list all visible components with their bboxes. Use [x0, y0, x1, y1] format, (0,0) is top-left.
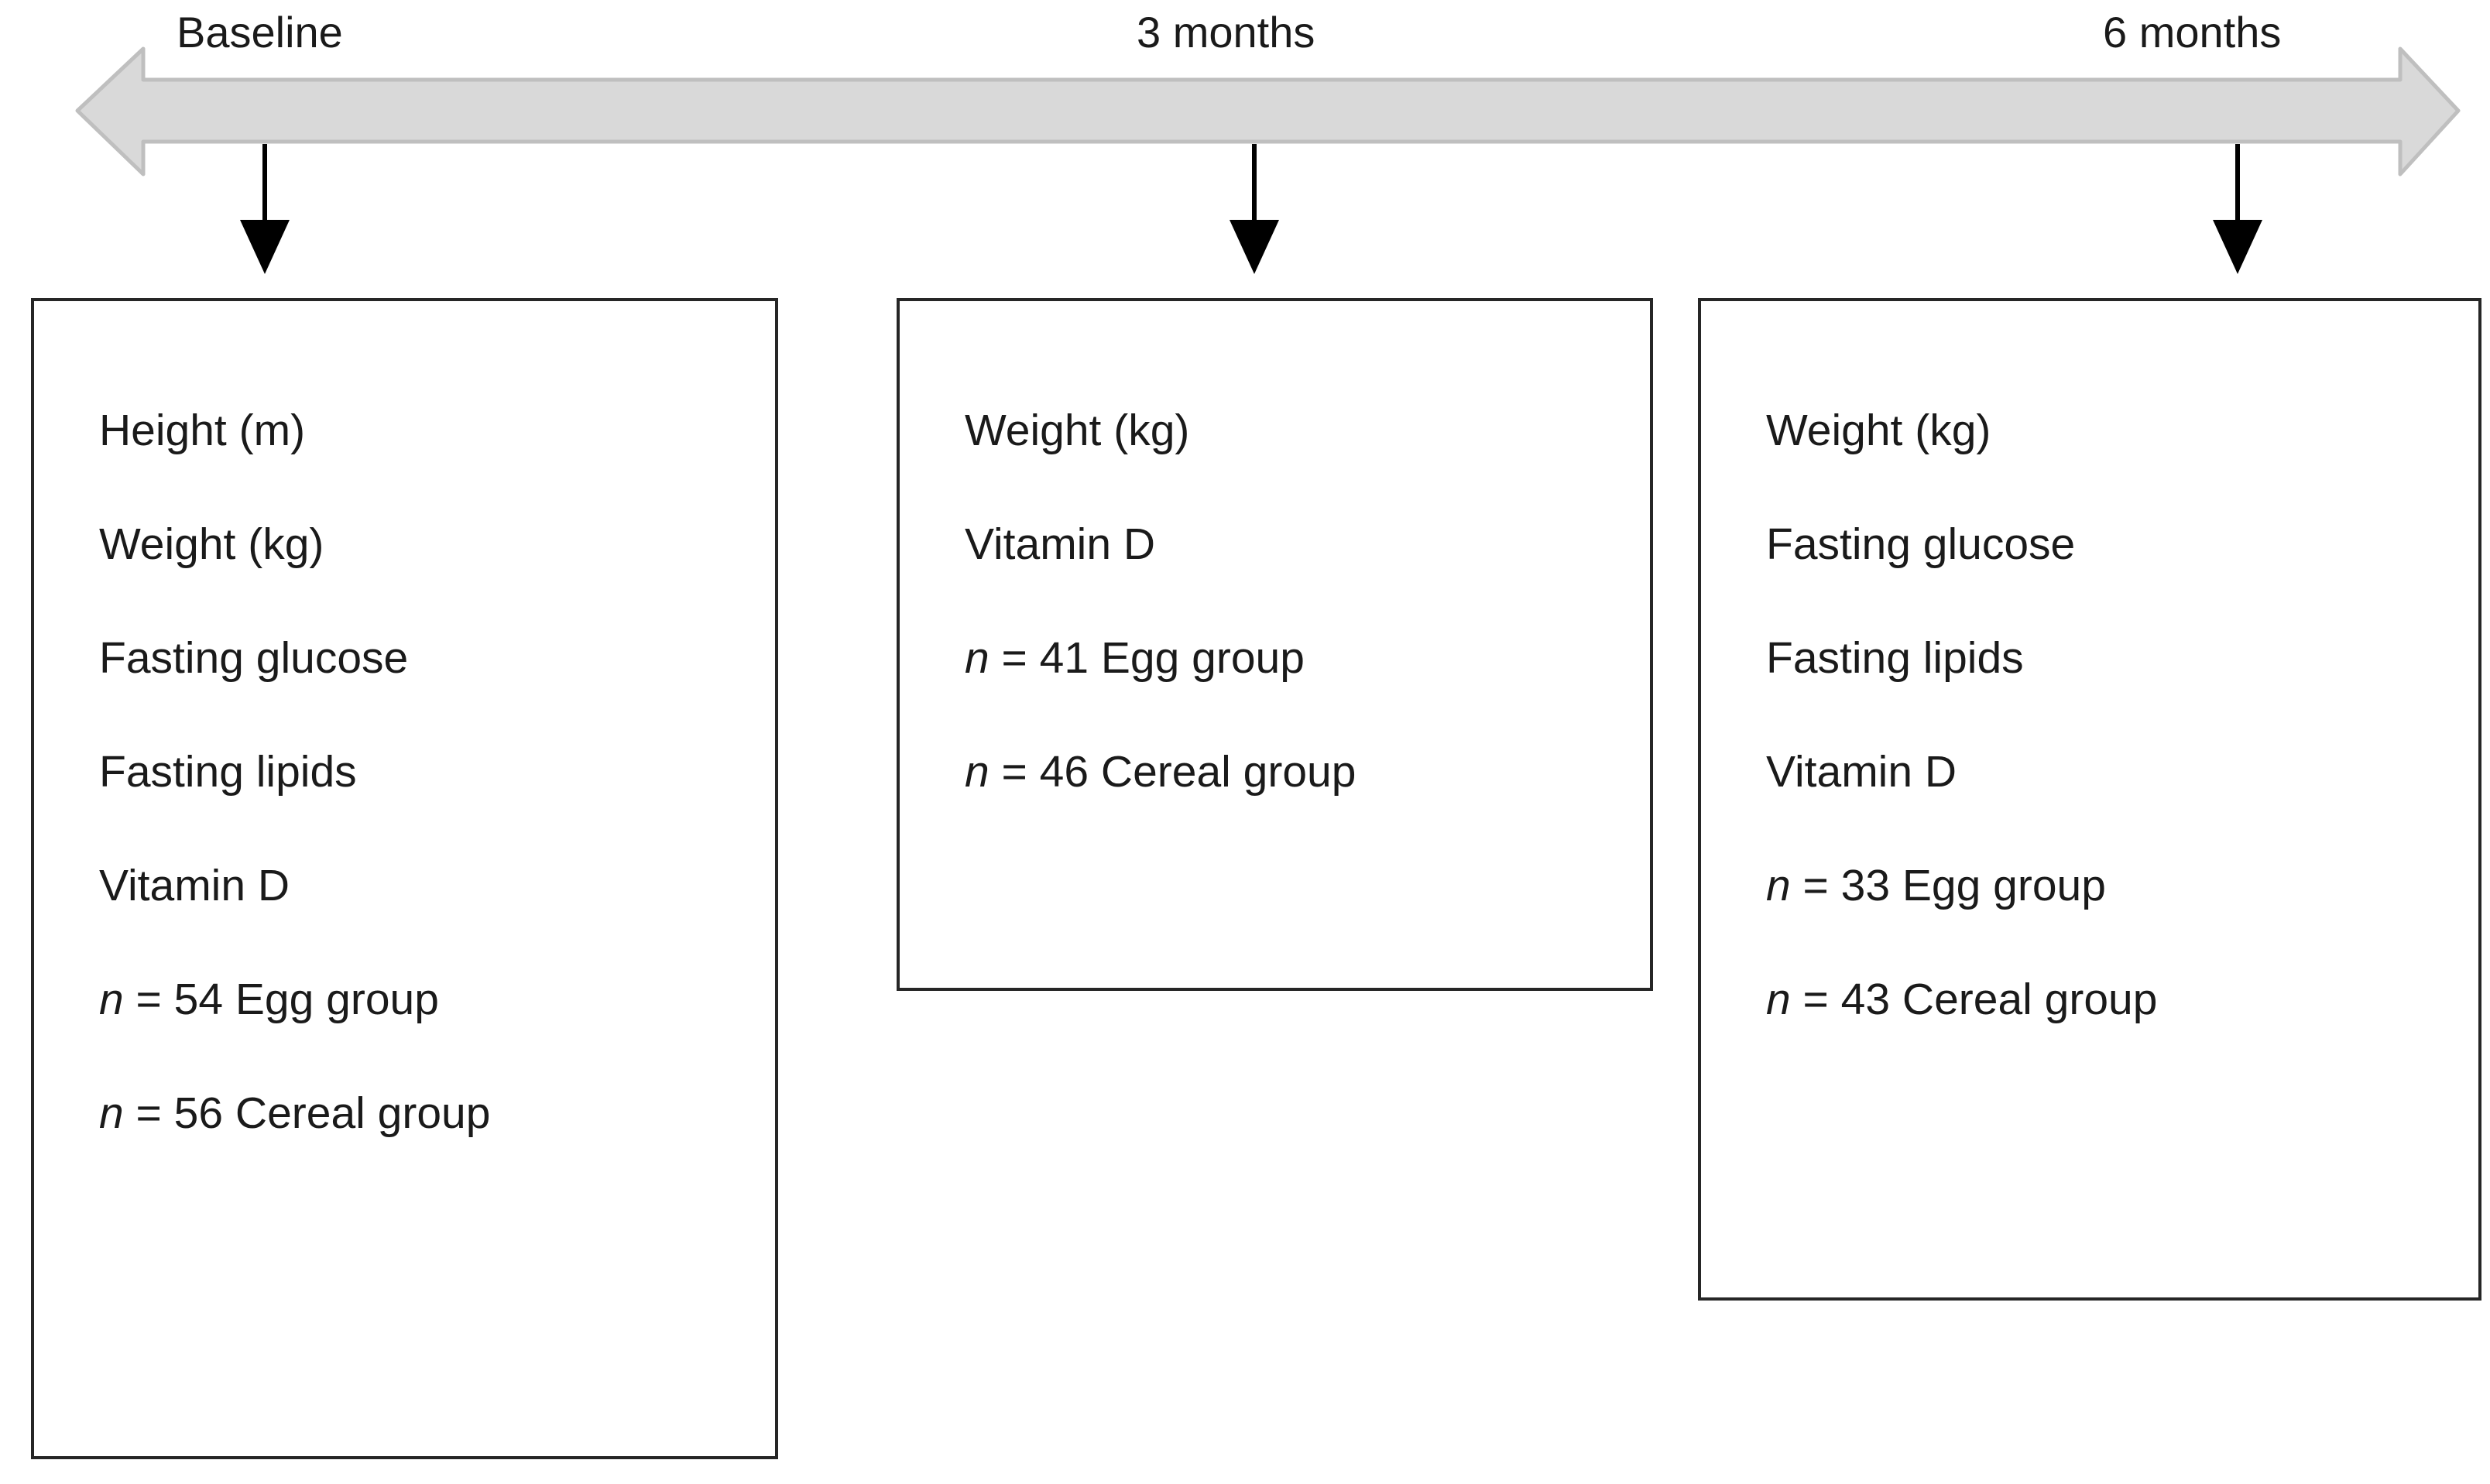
measurement-item: Weight (kg) — [965, 406, 1190, 455]
measurement-item: Weight (kg) — [1766, 406, 1991, 455]
measurement-item: Vitamin D — [99, 861, 290, 910]
measurement-item: Fasting glucose — [1766, 519, 2076, 569]
timepoint-label-6-months: 6 months — [2103, 8, 2282, 57]
measurement-item: Vitamin D — [965, 519, 1156, 569]
measurement-item-label: = 54 Egg group — [123, 975, 439, 1024]
measurement-item: Fasting glucose — [99, 633, 409, 683]
measurement-item: n = 54 Egg group — [99, 943, 766, 1057]
down-arrow-icon-6-months — [2213, 144, 2262, 274]
down-arrow-icon-3-months — [1230, 144, 1279, 274]
sample-size-symbol: n — [965, 633, 989, 683]
timeline-arrow-icon — [75, 46, 2461, 177]
measurement-item: n = 41 Egg group — [965, 601, 1641, 715]
timepoint-label-baseline: Baseline — [177, 8, 343, 57]
measurement-item-label: = 43 Cereal group — [1790, 975, 2158, 1024]
measurement-item-label: = 33 Egg group — [1790, 861, 2106, 910]
sample-size-symbol: n — [1766, 861, 1791, 910]
measurement-item-label: = 56 Cereal group — [123, 1088, 491, 1138]
sample-size-symbol: n — [99, 975, 124, 1024]
measurement-item-label: = 41 Egg group — [989, 633, 1305, 683]
measurement-item: Weight (kg) — [99, 519, 324, 569]
measurement-item: n = 56 Cereal group — [99, 1057, 766, 1170]
sample-size-symbol: n — [965, 747, 989, 797]
measurement-item: n = 33 Egg group — [1766, 829, 2469, 943]
measurement-item: Fasting lipids — [1766, 633, 2024, 683]
sample-size-symbol: n — [99, 1088, 124, 1138]
measurement-item: Vitamin D — [1766, 747, 1957, 797]
measurement-item: n = 43 Cereal group — [1766, 943, 2469, 1057]
down-arrow-icon-baseline — [240, 144, 290, 274]
measurement-item: n = 46 Cereal group — [965, 715, 1641, 829]
measurement-item-label: = 46 Cereal group — [989, 747, 1356, 797]
sample-size-symbol: n — [1766, 975, 1791, 1024]
measurement-item: Fasting lipids — [99, 747, 357, 797]
timepoint-label-3-months: 3 months — [1137, 8, 1315, 57]
measurement-item: Height (m) — [99, 406, 306, 455]
